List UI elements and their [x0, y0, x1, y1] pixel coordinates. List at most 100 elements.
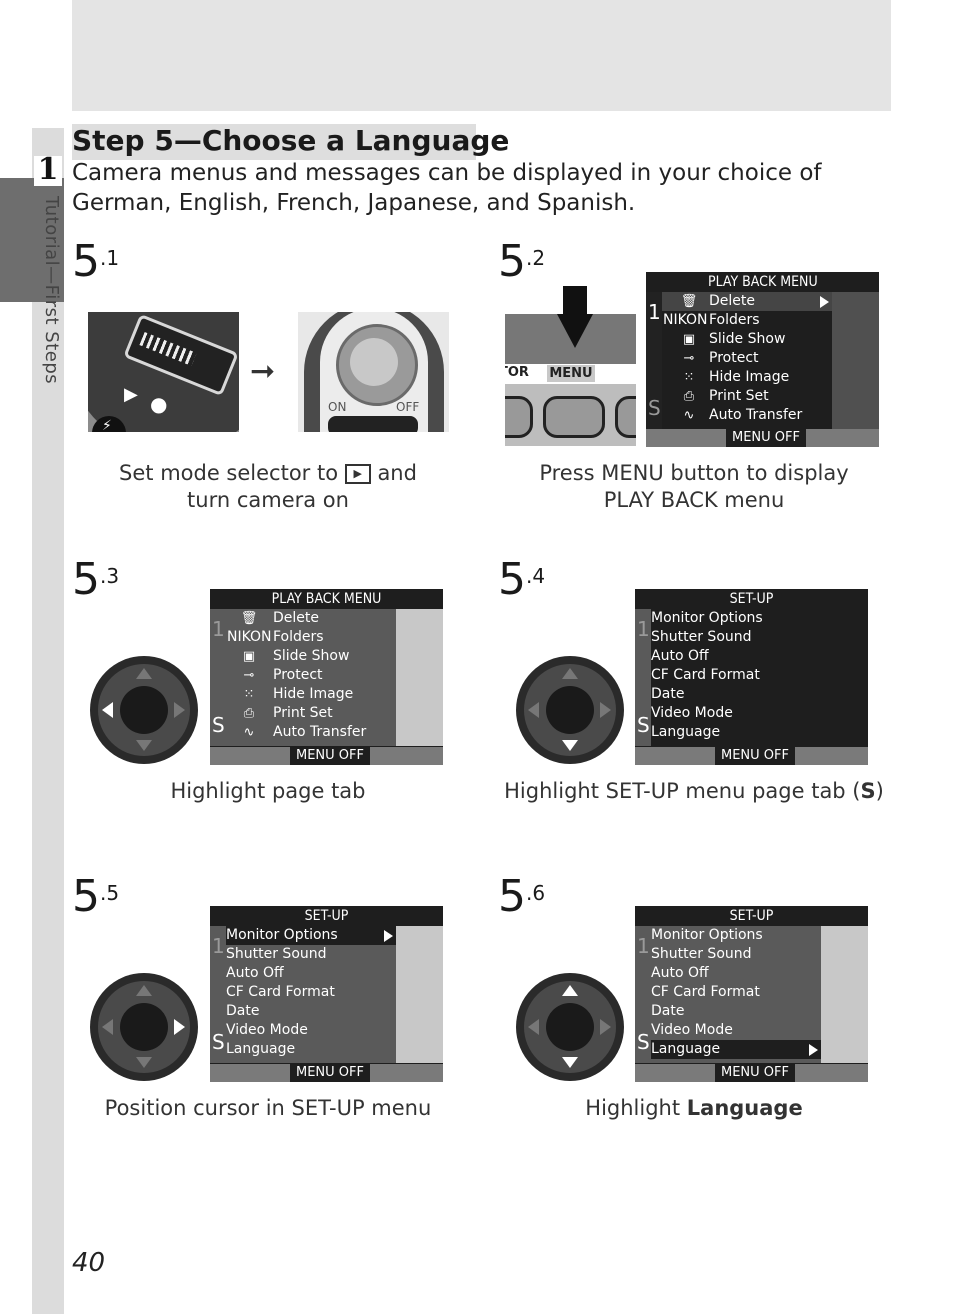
menu-item-language[interactable]: Language: [651, 723, 821, 742]
caption-5-3: Highlight page tab: [170, 779, 366, 803]
menu-item-protect[interactable]: ⊸Protect: [226, 666, 396, 685]
menu-item-auto-off[interactable]: Auto Off: [651, 964, 821, 983]
menu-item-hide-image[interactable]: ⁙Hide Image: [662, 368, 832, 387]
menu-item-label: Delete: [709, 293, 755, 309]
tab-s[interactable]: S: [648, 396, 661, 420]
tab-1[interactable]: 1: [648, 300, 661, 324]
menu-item-date[interactable]: Date: [651, 685, 821, 704]
tab-s[interactable]: S: [637, 713, 650, 737]
menu-item-delete[interactable]: 🗑 Delete: [662, 292, 832, 311]
multi-selector-5-3[interactable]: [90, 656, 198, 764]
menu-item-print-set[interactable]: ⎙Print Set: [226, 704, 396, 723]
menu-item-protect[interactable]: ⊸ Protect: [662, 349, 832, 368]
menu-item-auto-transfer[interactable]: ∿Auto Transfer: [662, 406, 832, 425]
step-main-number: 5: [498, 554, 526, 605]
tab-1[interactable]: 1: [637, 934, 650, 958]
right-arrow-icon: [600, 1019, 611, 1035]
menu-item-label: Protect: [273, 667, 323, 683]
menu-item-shutter-sound[interactable]: Shutter Sound: [651, 945, 821, 964]
submenu-arrow-icon: [384, 930, 393, 942]
menu-item-label: Language: [651, 724, 721, 740]
lcd-scroll-area: [832, 292, 879, 429]
lcd-title: PLAY BACK MENU: [210, 589, 443, 609]
menu-item-video-mode[interactable]: Video Mode: [651, 1021, 821, 1040]
menu-item-hide-image[interactable]: ⁙Hide Image: [226, 685, 396, 704]
tab-1[interactable]: 1: [212, 617, 225, 641]
lcd-scroll-area: [821, 609, 868, 746]
print-icon: ⎙: [243, 706, 255, 721]
step-sub-number: .4: [526, 564, 546, 588]
menu-item-label: Delete: [273, 610, 319, 626]
key-icon: ⊸: [683, 351, 695, 366]
menu-off-label: MENU OFF: [290, 1064, 370, 1082]
menu-item-cf-card-format[interactable]: CF Card Format: [226, 983, 396, 1002]
step-sub-number: .5: [100, 881, 120, 905]
menu-item-slide-show[interactable]: ▣Slide Show: [226, 647, 396, 666]
menu-item-label: Shutter Sound: [226, 946, 327, 962]
step-main-number: 5: [498, 236, 526, 287]
tab-s[interactable]: S: [212, 713, 225, 737]
caption-text: and: [377, 461, 417, 485]
menu-item-video-mode[interactable]: Video Mode: [226, 1021, 396, 1040]
menu-item-monitor-options[interactable]: Monitor Options: [651, 926, 821, 945]
caption-5-6: Highlight Language: [498, 1095, 890, 1122]
menu-button[interactable]: [543, 396, 605, 438]
off-label: OFF: [396, 400, 420, 414]
menu-item-label: Auto Off: [651, 648, 709, 664]
menu-item-label: CF Card Format: [226, 984, 335, 1000]
left-arrow-icon: [102, 1019, 113, 1035]
menu-item-slide-show[interactable]: ▣Slide Show: [662, 330, 832, 349]
step-sub-number: .3: [100, 564, 120, 588]
menu-item-date[interactable]: Date: [226, 1002, 396, 1021]
menu-item-label: Auto Transfer: [273, 724, 367, 740]
power-switch-illustration: ON OFF: [298, 312, 449, 432]
side-strip: [32, 128, 64, 1314]
menu-item-monitor-options[interactable]: Monitor Options: [226, 926, 396, 945]
lcd-setup-menu-5-5: SET-UP 1 S Monitor Options Shutter Sound…: [210, 906, 443, 1082]
menu-item-auto-transfer[interactable]: ∿Auto Transfer: [226, 723, 396, 742]
lcd-title: SET-UP: [635, 906, 868, 926]
menu-item-cf-card-format[interactable]: CF Card Format: [651, 983, 821, 1002]
trash-icon: 🗑: [680, 294, 698, 309]
menu-item-monitor-options[interactable]: Monitor Options: [651, 609, 821, 628]
step-label-5-2: 5.2: [498, 240, 545, 284]
menu-item-shutter-sound[interactable]: Shutter Sound: [651, 628, 821, 647]
menu-item-shutter-sound[interactable]: Shutter Sound: [226, 945, 396, 964]
menu-item-delete[interactable]: 🗑Delete: [226, 609, 396, 628]
menu-item-label: Monitor Options: [226, 927, 338, 943]
menu-item-print-set[interactable]: ⎙Print Set: [662, 387, 832, 406]
menu-item-video-mode[interactable]: Video Mode: [651, 704, 821, 723]
tab-s[interactable]: S: [637, 1030, 650, 1054]
left-arrow-icon: [102, 702, 113, 718]
tab-1[interactable]: 1: [212, 934, 225, 958]
menu-item-label: Shutter Sound: [651, 946, 752, 962]
mode-dial-illustration: ▶ ● ⚡: [88, 312, 239, 432]
menu-item-cf-card-format[interactable]: CF Card Format: [651, 666, 821, 685]
menu-item-language[interactable]: Language: [651, 1040, 821, 1059]
caption-text: Highlight: [585, 1096, 687, 1120]
tab-1[interactable]: 1: [637, 617, 650, 641]
menu-item-language[interactable]: Language: [226, 1040, 396, 1059]
menu-item-date[interactable]: Date: [651, 1002, 821, 1021]
tab-s[interactable]: S: [212, 1030, 225, 1054]
menu-item-label: Protect: [709, 350, 759, 366]
menu-item-auto-off[interactable]: Auto Off: [226, 964, 396, 983]
multi-selector-5-6[interactable]: [516, 973, 624, 1081]
menu-off-label: MENU OFF: [290, 747, 370, 765]
menu-item-label: Hide Image: [273, 686, 354, 702]
menu-item-label: Date: [226, 1003, 260, 1019]
multi-selector-5-5[interactable]: [90, 973, 198, 1081]
menu-item-auto-off[interactable]: Auto Off: [651, 647, 821, 666]
menu-item-label: Date: [651, 686, 685, 702]
press-arrow-icon: [563, 286, 587, 316]
chapter-tab: [0, 178, 64, 302]
lcd-setup-menu-5-4: SET-UP 1 S Monitor Options Shutter Sound…: [635, 589, 868, 765]
menu-item-label: Video Mode: [226, 1022, 308, 1038]
camera-mode-icon: ●: [150, 392, 168, 416]
multi-selector-5-4[interactable]: [516, 656, 624, 764]
menu-item-label: Auto Transfer: [709, 407, 803, 423]
step-main-number: 5: [498, 871, 526, 922]
